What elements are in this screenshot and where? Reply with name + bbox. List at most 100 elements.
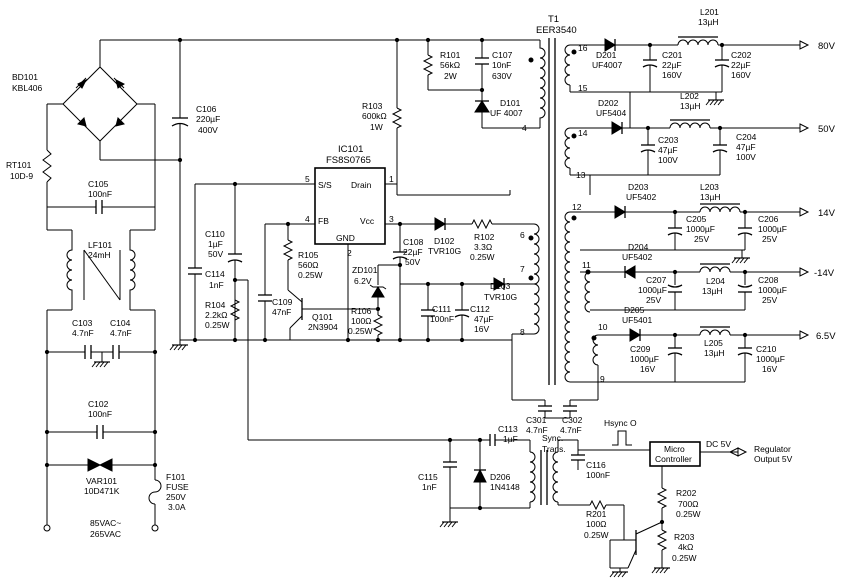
- c106-v2: 400V: [198, 125, 218, 135]
- ic101-pin-gnd: GND: [336, 233, 355, 243]
- output-80v: 80V: [818, 41, 836, 52]
- c203-ref: C203: [658, 135, 679, 145]
- output-50v: 50V: [818, 124, 836, 135]
- c203-v2: 100V: [658, 155, 678, 165]
- var101-value: 10D471K: [84, 486, 120, 496]
- c114-value: 1nF: [209, 280, 224, 290]
- dc5v-label: DC 5V: [706, 439, 731, 449]
- c103-value: 4.7nF: [72, 328, 94, 338]
- c209-v1: 1000µF: [630, 354, 659, 364]
- t1-value: EER3540: [536, 25, 577, 36]
- c207-ref: C207: [646, 275, 667, 285]
- c201-v2: 160V: [662, 70, 682, 80]
- c202-v2: 160V: [731, 70, 751, 80]
- d204-ref: D204: [628, 242, 649, 252]
- f101-type: FUSE: [166, 482, 189, 492]
- r106-v2: 0.25W: [348, 326, 373, 336]
- c207-v1: 1000µF: [638, 285, 667, 295]
- d203-value: UF5402: [626, 192, 657, 202]
- ic101-pin4: 4: [305, 214, 310, 224]
- output-minus14v: -14V: [814, 268, 835, 279]
- r203-v2: 0.25W: [672, 553, 697, 563]
- ic101-pin3: 3: [389, 214, 394, 224]
- c106-ref: C106: [196, 104, 217, 114]
- c112-ref: C112: [470, 304, 490, 314]
- c210-v1: 1000µF: [756, 354, 785, 364]
- c205-v1: 1000µF: [686, 224, 715, 234]
- c110-v1: 1µF: [208, 239, 223, 249]
- c116-ref: C116: [586, 460, 606, 470]
- q101-value: 2N3904: [308, 322, 338, 332]
- ac-terminal-left: [43, 524, 51, 532]
- regulator-line2: Output 5V: [754, 454, 793, 464]
- rt101-ref: RT101: [6, 160, 32, 170]
- c204-v1: 47µF: [736, 142, 756, 152]
- d206-value: 1N4148: [490, 482, 520, 492]
- r201-v1: 100Ω: [586, 519, 607, 529]
- d103-value: TVR10G: [484, 292, 517, 302]
- r101-ref: R101: [440, 50, 461, 60]
- t1-pin16: 16: [578, 43, 588, 53]
- r101-v1: 56kΩ: [440, 60, 460, 70]
- c302-ref: C302: [562, 415, 583, 425]
- r101-v2: 2W: [444, 71, 457, 81]
- t1-pin12: 12: [572, 202, 582, 212]
- c107-ref: C107: [492, 50, 513, 60]
- t1-pin7: 7: [520, 264, 525, 274]
- input-section: BD101 KBL406 RT101 10D-9 C105 100nF LF10…: [6, 37, 540, 539]
- t1-pin11: 11: [582, 260, 591, 270]
- rt101-thermistor: [42, 149, 52, 183]
- d102-value: TVR10G: [428, 246, 461, 256]
- f101-fuse: [148, 479, 162, 505]
- c113-value: 1µF: [503, 434, 518, 444]
- hsync-label: Hsync O: [604, 418, 637, 428]
- secondary-outputs: 80V D201 UF4007 L201 13µH C201 22µF 160V…: [569, 7, 836, 383]
- ic101-ref: IC101: [338, 144, 363, 155]
- hsync-pulse-icon: [612, 430, 632, 446]
- r104-ref: R104: [205, 300, 226, 310]
- l204-value: 13µH: [702, 286, 723, 296]
- c105-value: 100nF: [88, 189, 112, 199]
- l205-ref: L205: [704, 338, 723, 348]
- c206-v1: 1000µF: [758, 224, 787, 234]
- c108-v1: 22µF: [403, 247, 423, 257]
- c208-ref: C208: [758, 275, 779, 285]
- t1-pin8: 8: [520, 327, 525, 337]
- bridge-rectifier: [47, 40, 155, 160]
- d202-value: UF5404: [596, 108, 627, 118]
- c301-ref: C301: [526, 415, 547, 425]
- c111-value: 100nF: [430, 314, 454, 324]
- bd101-value: KBL406: [12, 83, 43, 93]
- t1-pin6: 6: [520, 230, 525, 240]
- c208-v1: 1000µF: [758, 285, 787, 295]
- ic101-pin-ss: S/S: [318, 180, 332, 190]
- c202-ref: C202: [731, 50, 752, 60]
- rt101-value: 10D-9: [10, 171, 33, 181]
- c105-ref: C105: [88, 179, 109, 189]
- c107-v1: 10nF: [492, 60, 511, 70]
- r105-v2: 0.25W: [298, 270, 323, 280]
- micro-controller-box: [649, 441, 701, 467]
- r203-ref: R203: [674, 532, 695, 542]
- t1-pin14: 14: [578, 128, 588, 138]
- primary-section: C106 220µF 400V C114 1nF C110 1µF 50V R1…: [169, 37, 540, 441]
- f101-ref: F101: [166, 472, 186, 482]
- c109-ref: C109: [272, 297, 293, 307]
- d203-ref: D203: [628, 182, 649, 192]
- c206-v2: 25V: [762, 234, 777, 244]
- c208-v2: 25V: [762, 295, 777, 305]
- l202-ref: L202: [680, 91, 699, 101]
- micro-line1: Micro: [664, 444, 685, 454]
- output-6v5: 6.5V: [816, 331, 836, 342]
- ic101-value: FS8S0765: [326, 155, 371, 166]
- input-range-line1: 85VAC~: [90, 518, 121, 528]
- c106-v1: 220µF: [196, 114, 220, 124]
- c102-value: 100nF: [88, 409, 112, 419]
- l203-ref: L203: [700, 182, 719, 192]
- d204-value: UF5402: [622, 252, 653, 262]
- output-14v: 14V: [818, 208, 836, 219]
- r203-v1: 4kΩ: [678, 542, 693, 552]
- c109-value: 47nF: [272, 307, 291, 317]
- l201-value: 13µH: [698, 17, 719, 27]
